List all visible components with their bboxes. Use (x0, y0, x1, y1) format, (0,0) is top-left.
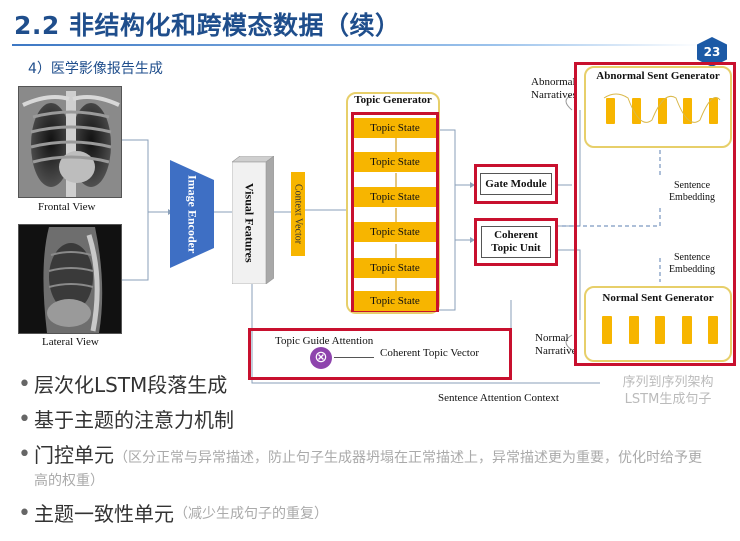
lstm-cell (683, 98, 693, 124)
normal-narratives-label: Normal Narratives (535, 332, 577, 357)
coherent-topic-unit-box: Coherent Topic Unit (474, 218, 558, 266)
lstm-cell (708, 316, 718, 344)
bullet-list: • 层次化LSTM段落生成 • 基于主题的注意力机制 • 门控单元（区分正常与异… (18, 372, 723, 536)
bullet-item: • 门控单元（区分正常与异常描述，防止句子生成器坍塌在正常描述上，异常描述更为重… (18, 442, 723, 492)
coherent-topic-vector-label: Coherent Topic Vector (380, 347, 480, 359)
bullet-item: • 基于主题的注意力机制 (18, 407, 723, 433)
lateral-xray-image (18, 224, 122, 334)
seq2seq-note: 序列到序列架构 LSTM生成句子 (622, 375, 714, 407)
image-encoder-label: Image Encoder (185, 174, 200, 254)
abnormal-lstm-loops (603, 93, 721, 123)
lstm-cell (628, 316, 639, 344)
bullet-sub-text: （减少生成句子的重复） (174, 506, 328, 522)
topic-state-6: Topic State (354, 291, 436, 311)
attention-multiply-icon: ⊗ (310, 347, 332, 369)
bullet-main-text: 主题一致性单元 (34, 502, 174, 526)
abnormal-lstm-cells (606, 98, 718, 126)
section-subtitle: 4）医学影像报告生成 (28, 61, 163, 77)
topic-state-3: Topic State (354, 187, 436, 207)
topic-state-5: Topic State (354, 258, 436, 278)
image-encoder-block: Image Encoder (170, 160, 214, 268)
frontal-view-caption: Frontal View (38, 201, 96, 213)
bullet-dot: • (18, 442, 31, 467)
topic-guide-attention-box (248, 328, 512, 380)
title-divider (12, 44, 702, 46)
abnormal-sent-generator-label: Abnormal Sent Generator (596, 70, 720, 82)
gate-module-box: Gate Module (474, 164, 558, 204)
bullet-main-text: 门控单元 (34, 443, 114, 467)
bullet-item: • 层次化LSTM段落生成 (18, 372, 723, 398)
lstm-cell (709, 98, 718, 124)
bullet-dot: • (18, 407, 31, 432)
bullet-dot: • (18, 501, 31, 526)
lstm-cell (681, 316, 692, 344)
bullet-main-text: 基于主题的注意力机制 (34, 408, 234, 432)
sentence-attention-context-label: Sentence Attention Context (438, 392, 559, 404)
lstm-cell (602, 316, 612, 344)
lstm-cell (606, 98, 615, 124)
topic-state-4: Topic State (354, 222, 436, 242)
slide-title: 2.2 非结构化和跨模态数据（续） (14, 11, 401, 40)
context-vector-block: Context Vector (291, 172, 305, 256)
lstm-cell (631, 98, 641, 124)
normal-lstm-cells (602, 316, 718, 346)
context-vector-label: Context Vector (292, 183, 304, 245)
sentence-embedding-label-2: Sentence Embedding (668, 252, 716, 275)
attention-arrow-line (334, 357, 374, 358)
normal-sent-generator-container (584, 286, 732, 362)
bullet-dot: • (18, 372, 31, 397)
lstm-cell (655, 316, 665, 344)
topic-state-2: Topic State (354, 152, 436, 172)
lateral-view-caption: Lateral View (42, 336, 99, 348)
normal-sent-generator-label: Normal Sent Generator (602, 292, 714, 304)
topic-state-1: Topic State (354, 118, 436, 138)
sentence-embedding-label-1: Sentence Embedding (668, 180, 716, 203)
bullet-item: • 主题一致性单元（减少生成句子的重复） (18, 501, 723, 527)
topic-generator-label: Topic Generator (354, 94, 432, 106)
topic-generator-container (346, 92, 440, 314)
topic-guide-attention-label: Topic Guide Attention (275, 335, 374, 347)
topic-state-chain-arrows (395, 138, 397, 291)
lstm-cell (657, 98, 667, 124)
visual-features-block: Visual Features (231, 155, 275, 285)
abnormal-narratives-label: Abnormal Narratives (531, 76, 577, 101)
sentence-generators-highlight (574, 62, 736, 366)
bullet-main-text: 层次化LSTM段落生成 (34, 373, 228, 397)
frontal-xray-image (18, 86, 122, 198)
visual-features-label: Visual Features (242, 183, 257, 263)
abnormal-sent-generator-container (584, 66, 732, 148)
bullet-sub-text: （区分正常与异常描述，防止句子生成器坍塌在正常描述上，异常描述更为重要，优化时给… (34, 450, 702, 489)
gate-module-label: Gate Module (480, 173, 552, 195)
coherent-topic-unit-label: Coherent Topic Unit (481, 226, 551, 258)
